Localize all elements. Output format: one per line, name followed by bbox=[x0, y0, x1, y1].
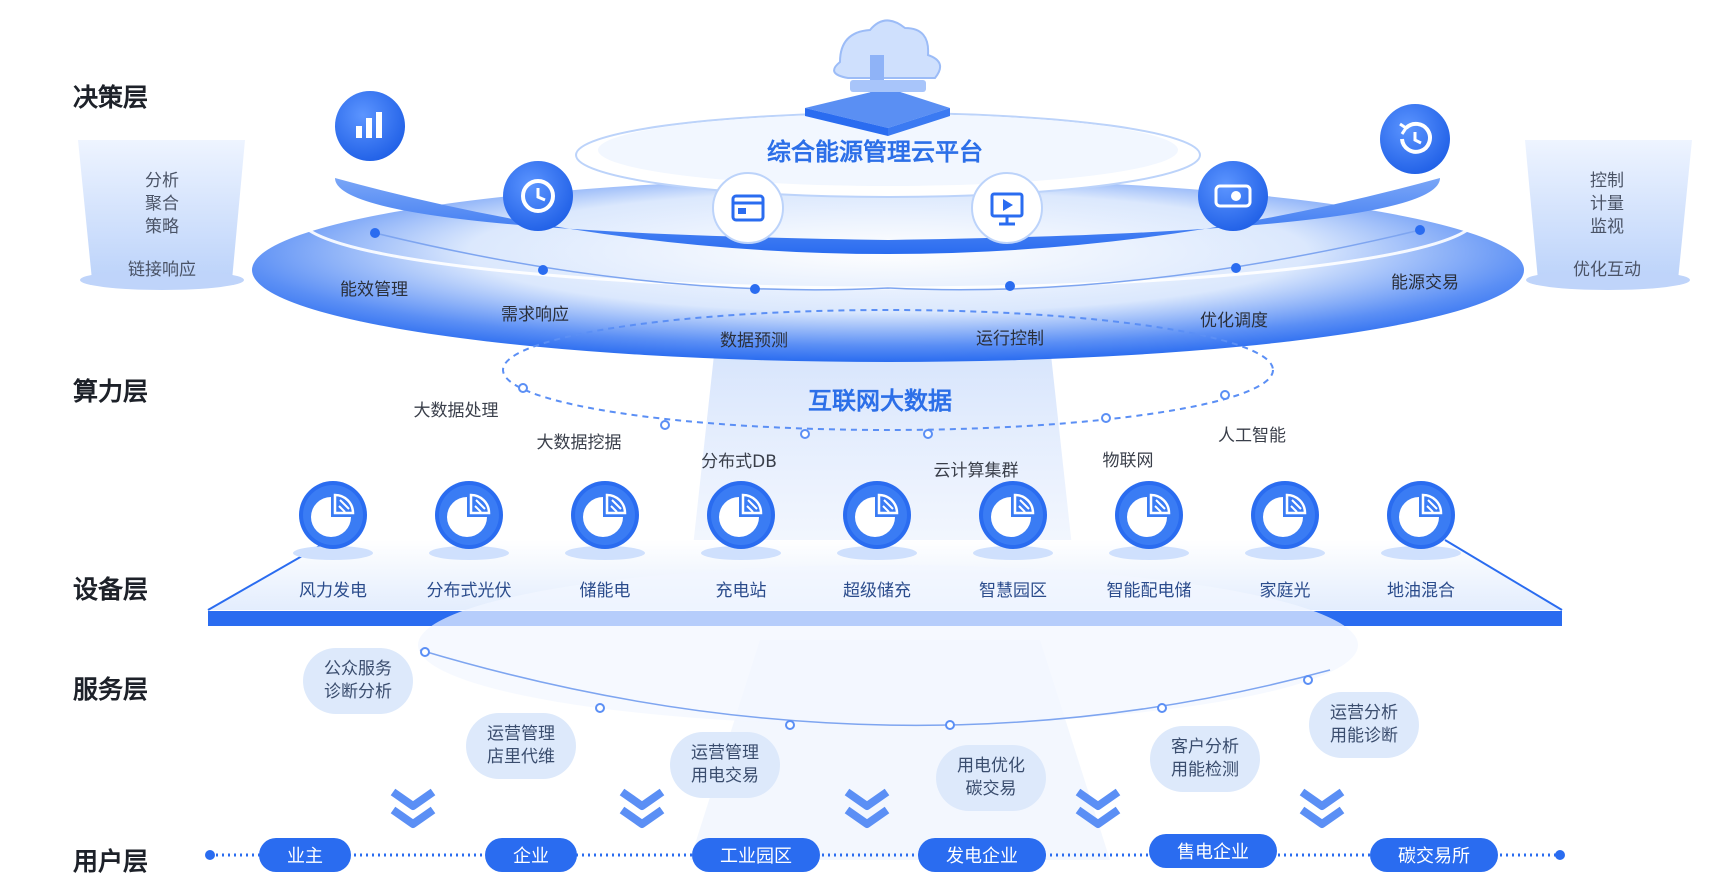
decision-item: 能效管理 bbox=[340, 280, 408, 300]
device-pie-icon bbox=[1109, 481, 1189, 560]
service-line: 碳交易 bbox=[965, 779, 1017, 799]
down-chevron-3 bbox=[844, 788, 890, 828]
compute-item: 分布式DB bbox=[701, 452, 777, 472]
layer-label-device: 设备层 bbox=[73, 575, 149, 604]
device-pie-icon bbox=[293, 481, 373, 560]
service-item: 公众服务 诊断分析 bbox=[303, 648, 413, 714]
user-pill-power-generation[interactable]: 发电企业 bbox=[918, 838, 1046, 872]
down-chevron-5 bbox=[1299, 788, 1345, 828]
device-item: 储能电 bbox=[579, 581, 631, 601]
left-box-line: 分析 bbox=[145, 171, 179, 191]
service-line: 公众服务 bbox=[324, 659, 392, 679]
left-box-line: 聚合 bbox=[145, 194, 179, 214]
device-item: 地油混合 bbox=[1387, 581, 1455, 601]
service-item: 运营分析 用能诊断 bbox=[1309, 692, 1419, 758]
service-line: 运营管理 bbox=[487, 724, 555, 744]
compute-item: 人工智能 bbox=[1218, 426, 1286, 446]
toggle-icon bbox=[1198, 161, 1268, 231]
service-line: 运营分析 bbox=[1330, 703, 1398, 723]
decision-item: 数据预测 bbox=[720, 331, 788, 351]
device-pie-icon bbox=[1381, 481, 1461, 560]
layer-label-user: 用户层 bbox=[73, 847, 149, 876]
left-box-line: 策略 bbox=[145, 217, 179, 237]
service-line: 客户分析 bbox=[1171, 737, 1239, 757]
decision-item: 运行控制 bbox=[976, 329, 1044, 349]
left-box-bottom: 链接响应 bbox=[128, 260, 196, 280]
service-line: 用电交易 bbox=[691, 766, 759, 786]
device-item: 智能配电储 bbox=[1106, 581, 1192, 601]
platform-title: 综合能源管理云平台 bbox=[767, 138, 983, 166]
compute-item: 云计算集群 bbox=[933, 461, 1019, 481]
decision-item: 需求响应 bbox=[501, 305, 569, 325]
down-chevron-1 bbox=[390, 788, 436, 828]
device-item: 超级储充 bbox=[843, 581, 911, 601]
compute-item: 大数据挖据 bbox=[536, 433, 622, 453]
clock-chat-icon bbox=[503, 161, 573, 231]
presentation-icon bbox=[971, 172, 1043, 244]
service-line: 诊断分析 bbox=[324, 682, 392, 702]
right-box-line: 监视 bbox=[1590, 217, 1624, 237]
user-pill-enterprise[interactable]: 企业 bbox=[485, 838, 577, 872]
compute-item: 大数据处理 bbox=[413, 401, 499, 421]
right-box-bottom: 优化互动 bbox=[1573, 260, 1641, 280]
service-line: 用电优化 bbox=[957, 756, 1025, 776]
user-pill-carbon-exchange[interactable]: 碳交易所 bbox=[1370, 838, 1498, 872]
service-line: 店里代维 bbox=[487, 747, 555, 767]
compute-item: 物联网 bbox=[1102, 451, 1154, 471]
service-line: 用能诊断 bbox=[1330, 726, 1398, 746]
service-item: 运营管理 店里代维 bbox=[466, 713, 576, 779]
device-item: 风力发电 bbox=[299, 581, 367, 601]
history-icon bbox=[1380, 104, 1450, 174]
compute-title: 互联网大数据 bbox=[808, 387, 952, 415]
layer-label-decision: 决策层 bbox=[73, 83, 149, 112]
right-info-box: 控制 计量 监视 优化互动 bbox=[1541, 140, 1673, 290]
device-pie-icon bbox=[701, 481, 781, 560]
device-item: 充电站 bbox=[715, 581, 767, 601]
service-item: 运营管理 用电交易 bbox=[670, 732, 780, 798]
user-pill-power-sales[interactable]: 售电企业 bbox=[1149, 834, 1277, 868]
user-pill-industrial-park[interactable]: 工业园区 bbox=[692, 838, 820, 872]
down-chevron-2 bbox=[619, 788, 665, 828]
device-pie-icon bbox=[837, 481, 917, 560]
down-chevron-4 bbox=[1075, 788, 1121, 828]
bar-chart-icon bbox=[335, 91, 405, 161]
device-pie-icon bbox=[973, 481, 1053, 560]
browser-window-icon bbox=[712, 172, 784, 244]
layer-label-service: 服务层 bbox=[73, 675, 149, 704]
device-item: 分布式光伏 bbox=[426, 581, 512, 601]
cloud-server-icon bbox=[805, 19, 950, 136]
left-info-box: 分析 聚合 策略 链接响应 bbox=[96, 140, 228, 290]
right-box-line: 控制 bbox=[1590, 171, 1624, 191]
right-box-line: 计量 bbox=[1590, 194, 1624, 214]
device-item: 家庭光 bbox=[1259, 581, 1311, 601]
decision-item: 优化调度 bbox=[1200, 311, 1268, 331]
service-item: 客户分析 用能检测 bbox=[1150, 726, 1260, 792]
device-pie-icon bbox=[429, 481, 509, 560]
user-pill-owner[interactable]: 业主 bbox=[259, 838, 351, 872]
device-pie-icon bbox=[1245, 481, 1325, 560]
device-item: 智慧园区 bbox=[979, 581, 1047, 601]
service-item: 用电优化 碳交易 bbox=[936, 745, 1046, 811]
device-pie-icon bbox=[565, 481, 645, 560]
layer-label-compute: 算力层 bbox=[73, 377, 149, 406]
service-line: 用能检测 bbox=[1171, 760, 1239, 780]
decision-item: 能源交易 bbox=[1391, 273, 1459, 293]
service-line: 运营管理 bbox=[691, 743, 759, 763]
